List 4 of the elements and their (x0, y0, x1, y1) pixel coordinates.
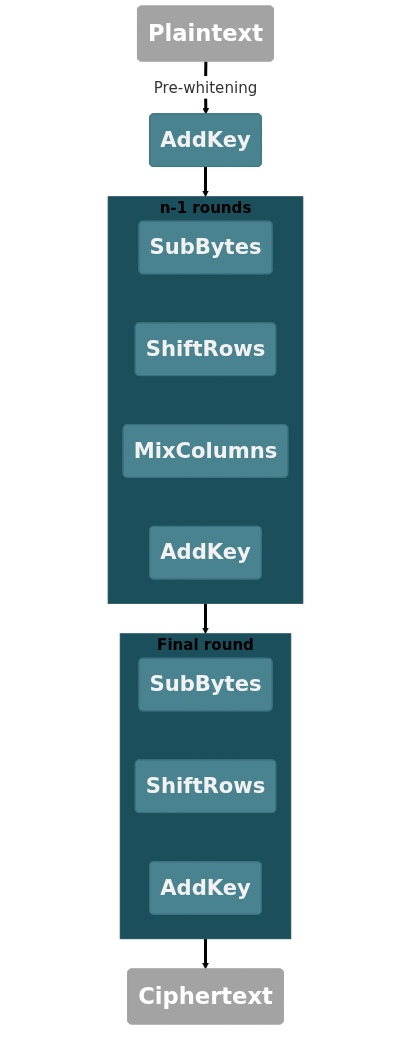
arrow (202, 603, 209, 634)
arrow (202, 166, 209, 197)
arrow (202, 938, 209, 970)
edge-label: Pre-whitening (153, 78, 258, 97)
